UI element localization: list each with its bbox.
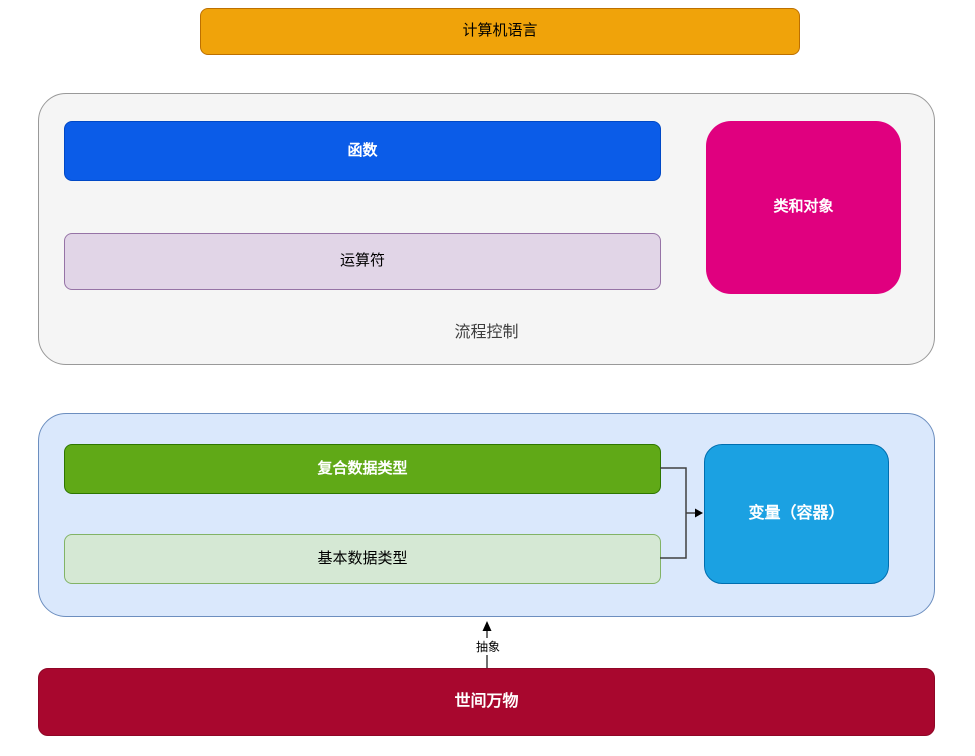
node-composite-data-type: 复合数据类型 bbox=[64, 444, 661, 494]
node-class-and-object: 类和对象 bbox=[706, 121, 901, 294]
node-world-everything: 世间万物 bbox=[38, 668, 935, 736]
container-language-features: 函数 运算符 流程控制 类和对象 bbox=[38, 93, 935, 365]
node-function: 函数 bbox=[64, 121, 661, 181]
abstract-arrowhead-icon bbox=[482, 621, 492, 631]
node-operator: 运算符 bbox=[64, 233, 661, 290]
node-basic-data-type: 基本数据类型 bbox=[64, 534, 661, 584]
node-computer-language: 计算机语言 bbox=[200, 8, 800, 55]
flow-control-label: 流程控制 bbox=[454, 324, 519, 341]
abstract-arrow-label: 抽象 bbox=[475, 638, 502, 655]
node-variable-container: 变量（容器） bbox=[704, 444, 889, 584]
container-data-types: 复合数据类型 基本数据类型 变量（容器） bbox=[38, 413, 935, 617]
